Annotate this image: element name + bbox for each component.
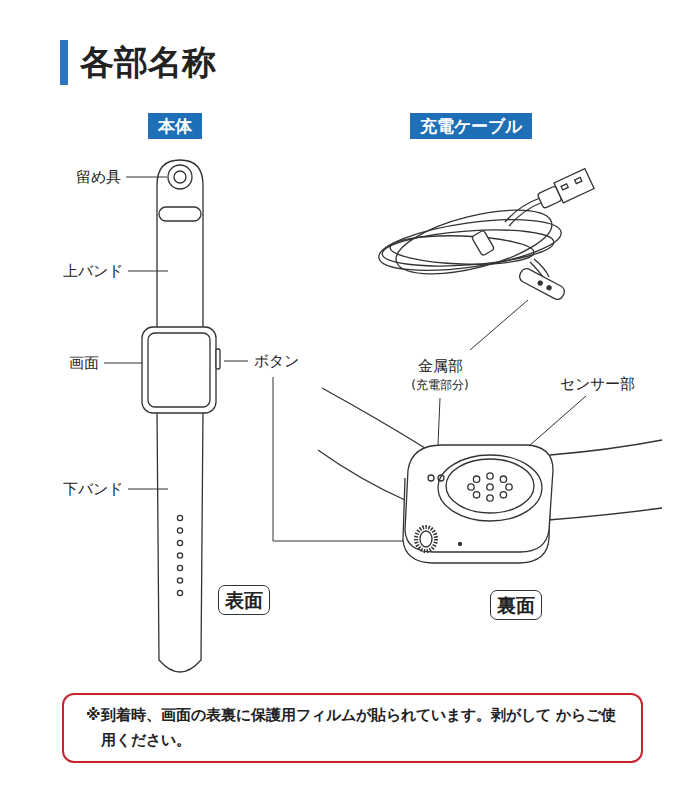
part-label: ボタン — [254, 352, 299, 370]
sensor-led — [506, 484, 512, 490]
part-label: 下バンド — [63, 480, 123, 498]
box-text: 裏面 — [497, 594, 535, 616]
notice-box: ※到着時、画面の表裏に保護用フィルムが貼られています。剥がして からご使用くださ… — [62, 693, 643, 763]
view-label-box: 表面 — [218, 585, 270, 615]
sensor-led — [468, 484, 474, 490]
part-label: 上バンド — [63, 262, 123, 280]
title-bar — [60, 40, 68, 85]
box-text: 本体 — [158, 116, 192, 136]
band-hole — [177, 578, 182, 583]
watch-front — [142, 160, 220, 672]
box-text: 充電ケーブル — [420, 116, 522, 136]
box-text: ※到着時、画面の表裏に保護用フィルムが貼られています。剥がして からご使用くださ… — [86, 703, 627, 753]
part-label: (充電部分) — [411, 376, 468, 394]
part-label: 画面 — [69, 354, 99, 372]
band-hole — [177, 540, 182, 545]
leader-lines — [104, 177, 586, 541]
band-hole — [177, 590, 182, 595]
charging-cable — [376, 169, 594, 302]
band-hole — [177, 515, 182, 520]
band-hole — [177, 565, 182, 570]
box-text: 表面 — [225, 589, 263, 611]
sensor-led — [487, 495, 493, 501]
sensor-led — [487, 473, 493, 479]
part-label: 留め具 — [76, 168, 121, 186]
page-title: 各部名称 — [80, 41, 216, 83]
part-label: 金属部 — [418, 357, 463, 375]
band-hole — [177, 528, 182, 533]
sensor-led — [500, 476, 506, 482]
watch-back — [318, 388, 662, 563]
sensor-led — [473, 492, 479, 498]
sensor-led — [487, 484, 493, 490]
view-label-box: 裏面 — [490, 590, 542, 620]
section-band: 本体 — [148, 113, 202, 139]
sensor-led — [473, 476, 479, 482]
band-hole — [177, 553, 182, 558]
sensor-led — [500, 492, 506, 498]
part-label: センサー部 — [560, 375, 635, 393]
section-band: 充電ケーブル — [410, 113, 532, 139]
